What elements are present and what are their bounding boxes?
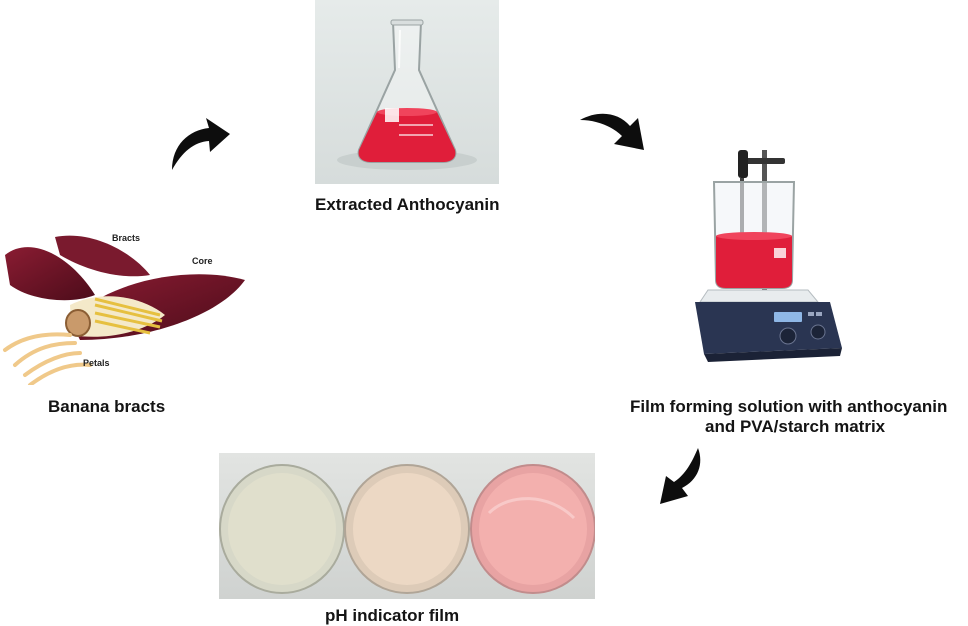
flask-photo xyxy=(315,0,499,184)
curved-arrow-icon xyxy=(578,108,650,153)
petals-label: Petals xyxy=(83,358,110,368)
bracts-label: Bracts xyxy=(112,233,140,243)
ph-indicator-film-caption: pH indicator film xyxy=(325,606,459,626)
curved-arrow-icon xyxy=(164,110,234,175)
curved-arrow-icon xyxy=(658,446,706,508)
petri-dishes-photo xyxy=(219,453,595,599)
film-solution-caption-line1: Film forming solution with anthocyanin xyxy=(630,397,947,417)
extracted-anthocyanin-caption: Extracted Anthocyanin xyxy=(315,195,500,215)
banana-bracts-caption: Banana bracts xyxy=(48,397,165,417)
banana-bracts-illustration xyxy=(0,225,250,385)
film-solution-caption-line2: and PVA/starch matrix xyxy=(705,417,885,437)
core-label: Core xyxy=(192,256,213,266)
hotplate-stirrer-photo xyxy=(690,140,850,365)
